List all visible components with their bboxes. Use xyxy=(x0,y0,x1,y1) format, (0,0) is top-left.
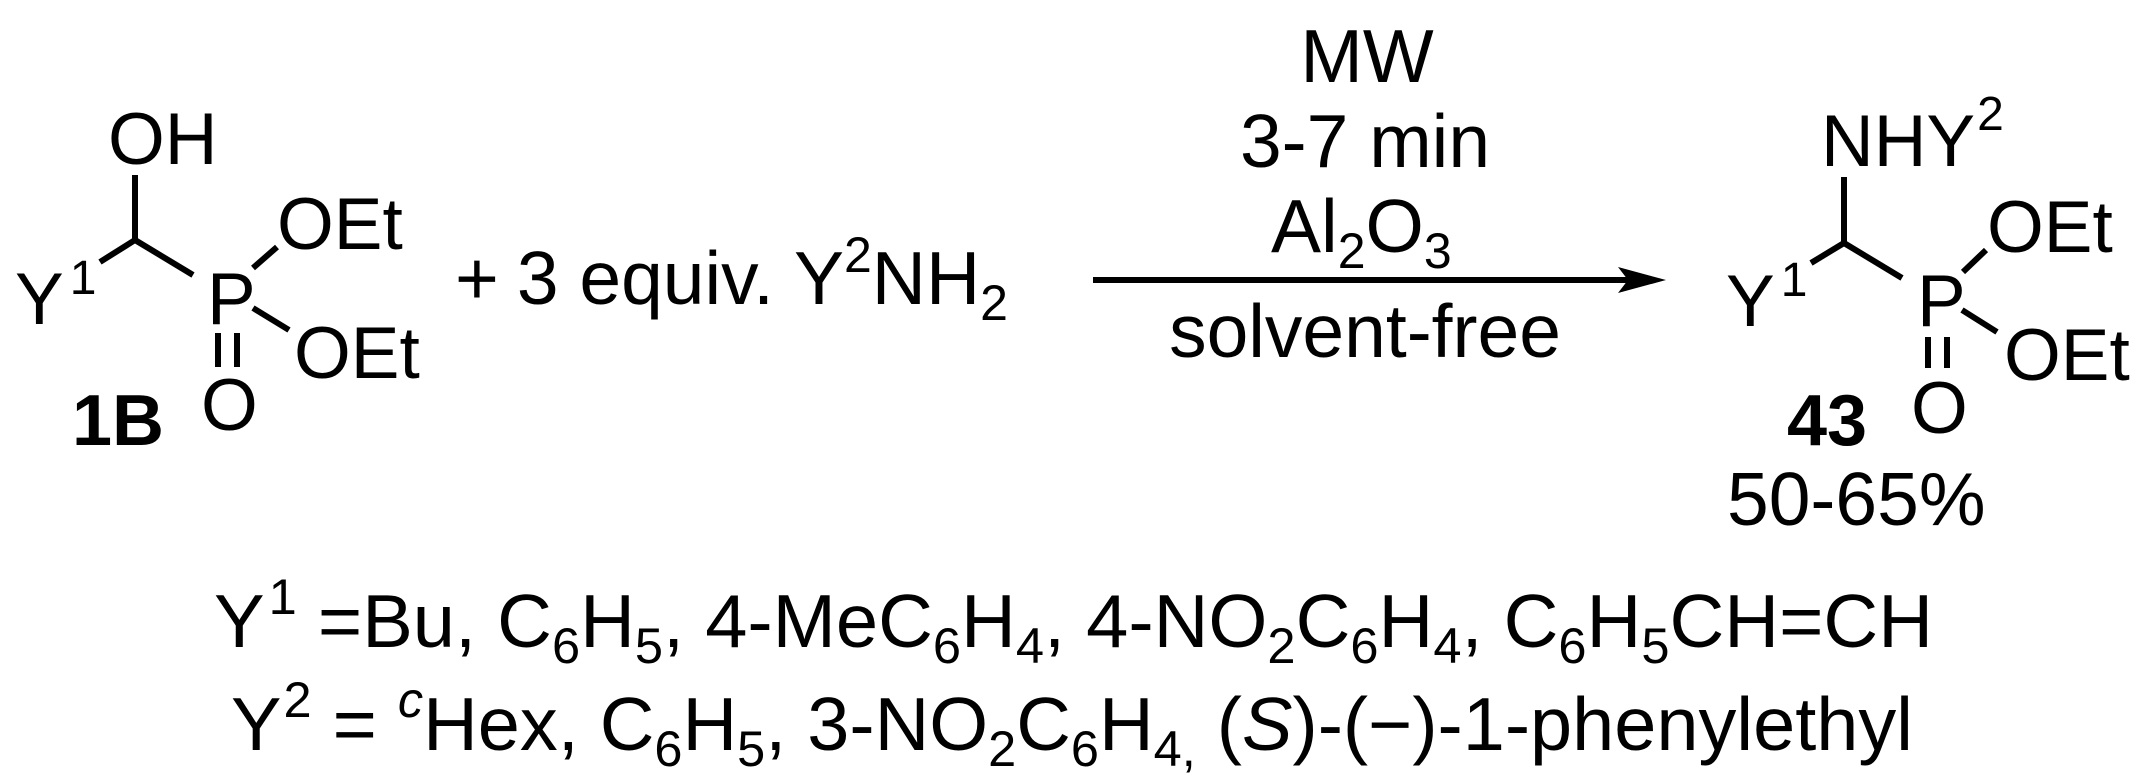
y1-definition: Y1 =Bu, C6H5, 4-MeC6H4, 4-NO2C6H4, C6H5C… xyxy=(214,569,1933,674)
amine-reagent-label: +3 equiv.Y2NH2 xyxy=(455,227,1008,331)
ethoxy-lower-label: OEt xyxy=(2004,315,2130,396)
oxo-oxygen-label: O xyxy=(201,365,258,446)
amine-reagent: +3 equiv.Y2NH2 xyxy=(455,227,1008,331)
ethoxy-lower-label: OEt xyxy=(294,313,420,394)
condition-solvent: solvent-free xyxy=(1169,289,1561,373)
substituent-definitions: Y1 =Bu, C6H5, 4-MeC6H4, 4-NO2C6H4, C6H5C… xyxy=(214,569,1933,777)
p-oet-upper-bond xyxy=(1960,247,1989,275)
c-y1-bond xyxy=(1809,240,1846,266)
reaction-arrow-head-icon xyxy=(1618,267,1666,293)
y2-definition: Y2 = cHex, C6H5, 3-NO2C6H4, (S)-(−)-1-ph… xyxy=(231,672,1913,777)
compound-label-1b: 1B xyxy=(72,381,164,461)
ethoxy-upper-label: OEt xyxy=(1987,187,2113,268)
phosphorus-atom-label: P xyxy=(207,259,256,340)
ethoxy-upper-label: OEt xyxy=(277,184,403,265)
p-oet-lower-bond xyxy=(251,305,291,333)
p-oet-lower-bond xyxy=(1960,307,1999,335)
p-oet-upper-bond xyxy=(251,244,279,271)
c-y1-bond xyxy=(98,237,137,265)
reaction-conditions: MW 3-7 min Al2O3 solvent-free xyxy=(1093,14,1666,373)
yield-label: 50-65% xyxy=(1727,457,1986,541)
compound-label-43: 43 xyxy=(1787,381,1867,461)
condition-microwave: MW xyxy=(1300,14,1433,98)
phosphorus-atom-label: P xyxy=(1917,261,1966,342)
hydroxyl-group-label: OH xyxy=(108,99,218,180)
condition-catalyst: Al2O3 xyxy=(1271,184,1452,279)
oxo-oxygen-label: O xyxy=(1911,368,1968,449)
c-p-bond xyxy=(1842,240,1904,281)
amino-group-label: NHY2 xyxy=(1821,88,2004,182)
condition-time: 3-7 min xyxy=(1240,99,1490,183)
c-p-bond xyxy=(133,237,195,278)
